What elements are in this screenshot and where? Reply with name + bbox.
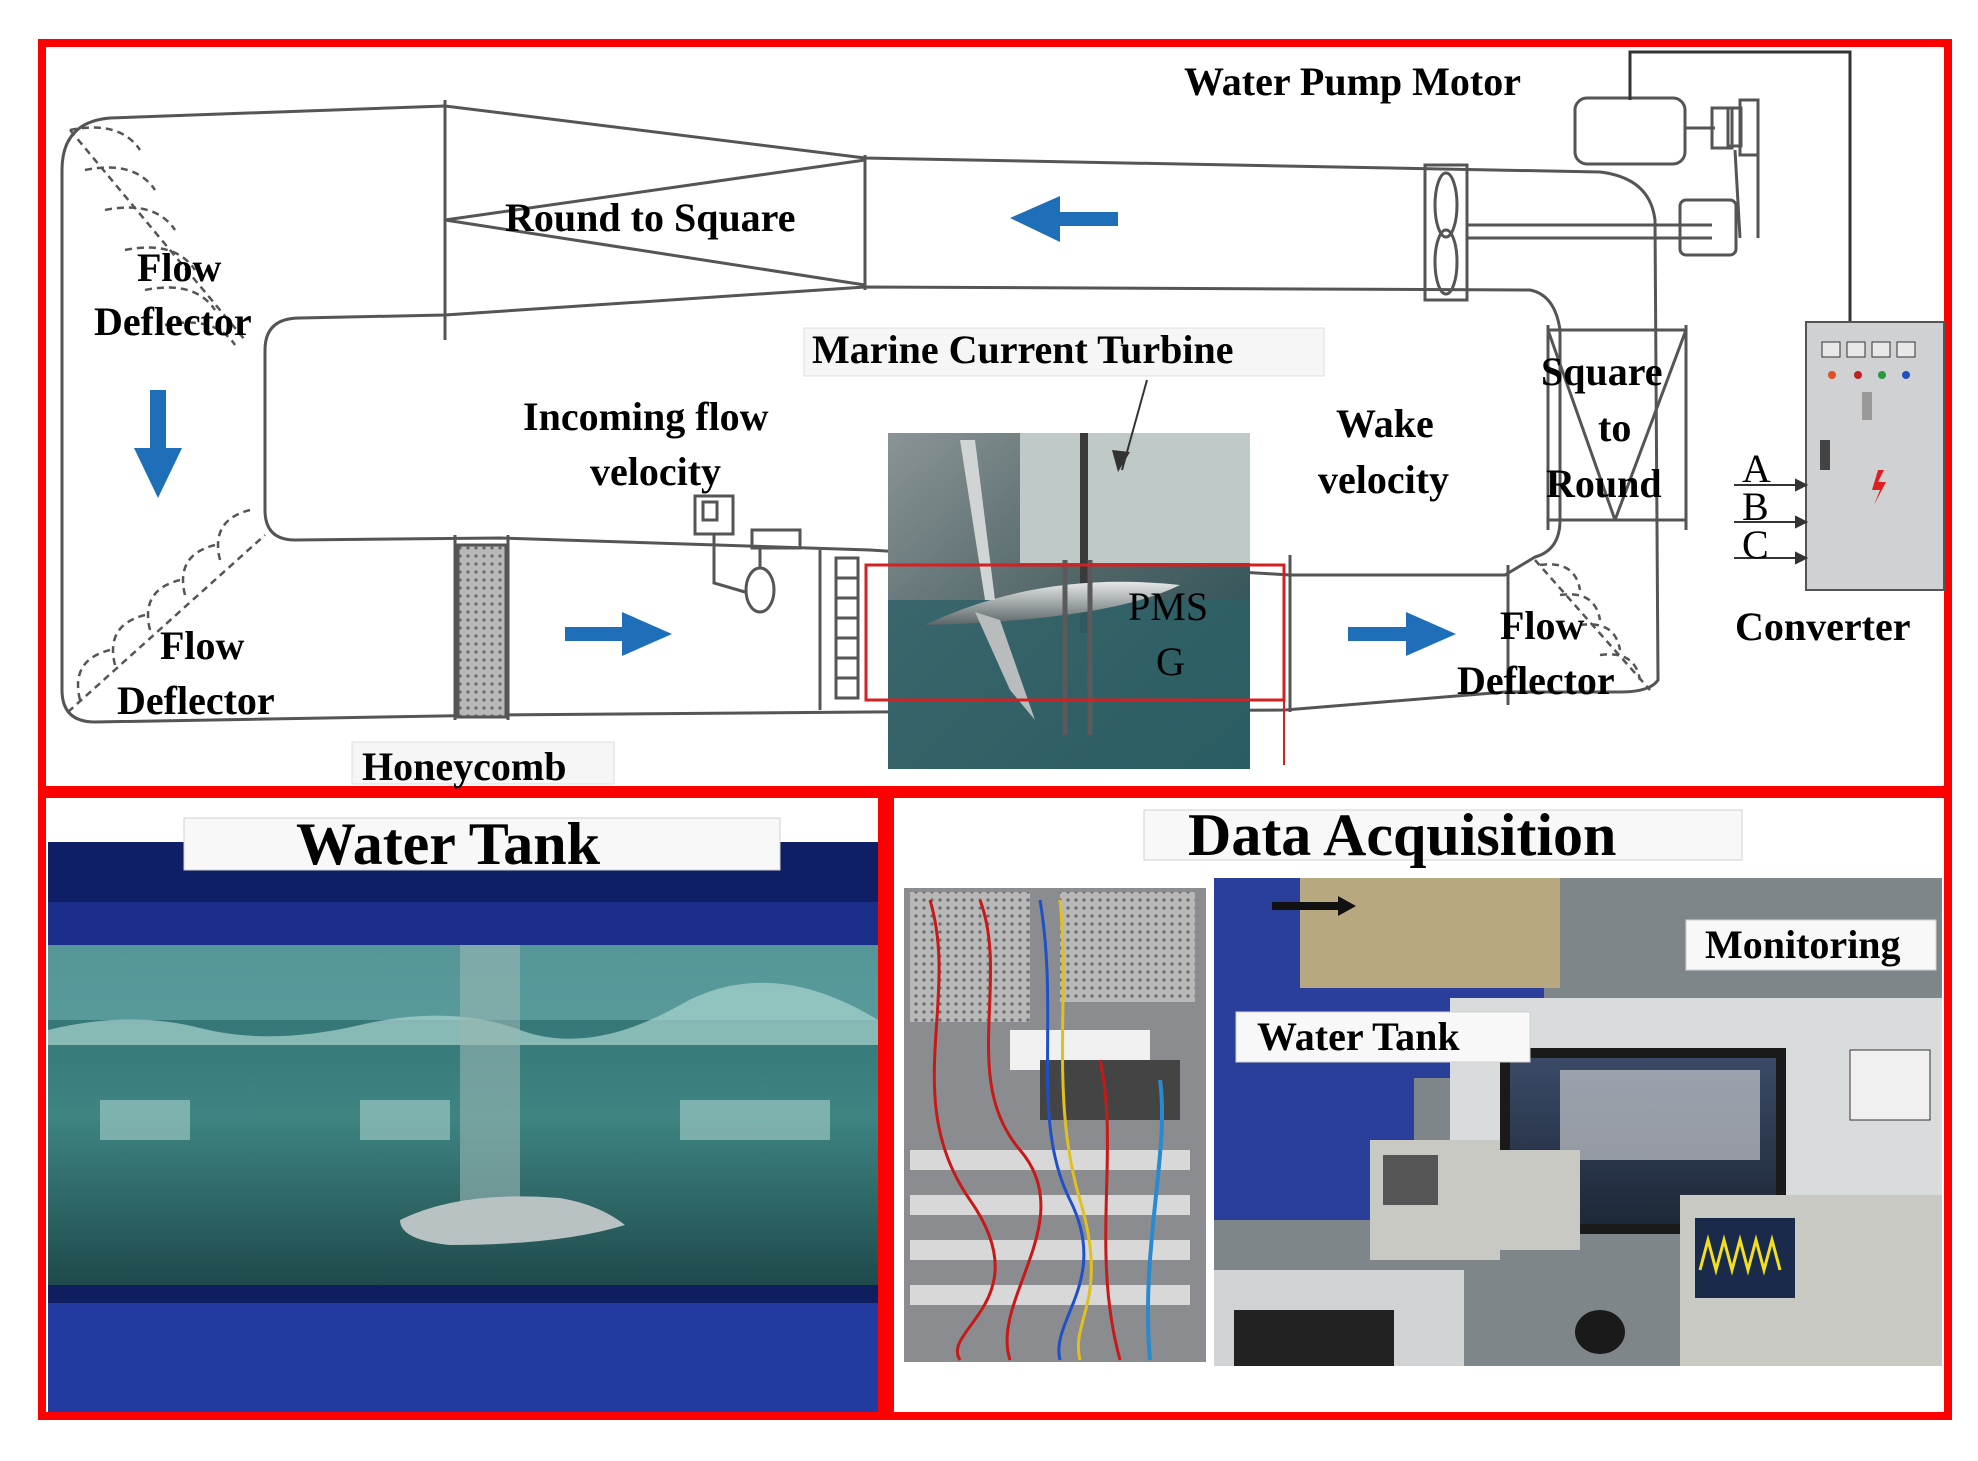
- flow-deflector-top-label-1: Flow: [137, 245, 222, 290]
- arrow-right-icon: [1272, 896, 1356, 916]
- converter-label: Converter: [1735, 604, 1910, 649]
- water-pump-motor-label: Water Pump Motor: [1184, 59, 1521, 104]
- phase-a-label: A: [1742, 446, 1771, 491]
- water-tank-inset-label-box: [1235, 1011, 1531, 1063]
- marine-current-turbine-label: Marine Current Turbine: [812, 327, 1234, 372]
- honeycomb-label: Honeycomb: [362, 744, 566, 789]
- label-box-turbine: [803, 327, 1325, 377]
- water-tank-photo: [48, 842, 878, 1412]
- square-to-round-label-3: Round: [1546, 461, 1662, 506]
- wiring-cabinet-photo: [904, 888, 1206, 1362]
- incoming-flow-label-2: velocity: [590, 449, 721, 494]
- wake-velocity-label-1: Wake: [1336, 401, 1434, 446]
- flume-diagram: [60, 50, 1852, 724]
- flow-deflector-br-label-2: Deflector: [1457, 658, 1615, 703]
- flow-deflector-bl-label-2: Deflector: [117, 678, 275, 723]
- arrow-down-icon: [134, 390, 182, 498]
- round-to-square-label: Round to Square: [505, 195, 795, 240]
- turbine-photo: [864, 433, 1286, 769]
- water-tank-panel-frame: [38, 790, 886, 1420]
- flow-deflector-top-left: [69, 126, 246, 346]
- arrow-right-icon: [565, 612, 672, 656]
- label-box-honeycomb: [351, 741, 615, 785]
- water-tank-inset-label: Water Tank: [1257, 1014, 1460, 1059]
- phase-b-label: B: [1742, 484, 1769, 529]
- flow-arrows: [134, 196, 1456, 656]
- flow-deflector-bottom-right: [1534, 559, 1651, 691]
- data-acquisition-title: Data Acquisition: [1188, 802, 1616, 868]
- wake-velocity-label-2: velocity: [1318, 457, 1449, 502]
- data-acquisition-title-box: [1143, 809, 1743, 861]
- flow-deflector-br-label-1: Flow: [1500, 603, 1585, 648]
- pmsg-label-1: PMS: [1128, 584, 1208, 629]
- converter-input-lines: [1734, 478, 1809, 565]
- water-tank-title-box: [183, 817, 781, 871]
- phase-c-label: C: [1742, 522, 1769, 567]
- flow-deflector-bottom-left: [67, 508, 266, 713]
- water-tank-title: Water Tank: [296, 811, 601, 877]
- flow-deflector-top-label-2: Deflector: [94, 299, 252, 344]
- converter-cabinet: [1805, 321, 1945, 591]
- flow-deflector-bl-label-1: Flow: [160, 623, 245, 668]
- turbine-pointer-head: [1112, 450, 1130, 472]
- pmsg-label-2: G: [1156, 639, 1185, 684]
- incoming-flow-label-1: Incoming flow: [523, 394, 769, 439]
- monitoring-label-box: [1685, 919, 1937, 971]
- arrow-right-icon: [1348, 612, 1456, 656]
- arrow-left-icon: [1010, 196, 1118, 242]
- data-acquisition-panel-frame: [886, 790, 1952, 1420]
- square-to-round-label-1: Square: [1541, 349, 1663, 394]
- square-to-round-label-2: to: [1598, 405, 1631, 450]
- monitoring-label: Monitoring: [1705, 922, 1901, 967]
